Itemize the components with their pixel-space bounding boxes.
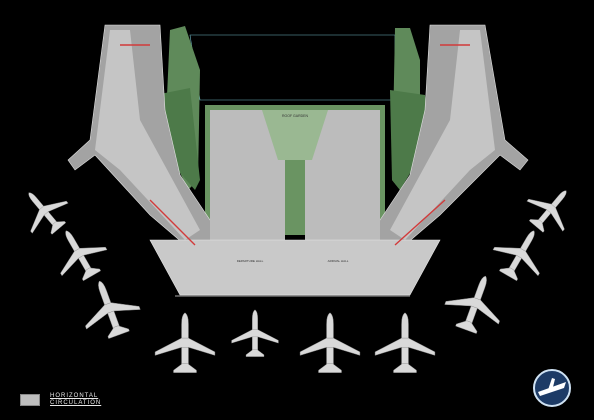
processor-wing-right	[305, 110, 380, 240]
accent-line-right	[394, 44, 470, 246]
aircraft	[299, 312, 361, 374]
legend: HORIZONTAL CIRCULATION	[20, 393, 110, 407]
aircraft-layer	[28, 190, 567, 374]
hall-label-left: DEPARTURE HALL	[237, 259, 264, 263]
aircraft	[85, 280, 141, 339]
landscape-strip-left-inner	[155, 88, 200, 190]
horizontal-circulation-main	[149, 239, 441, 296]
airport-emblem-icon	[533, 369, 571, 407]
accent-line-left	[120, 44, 196, 246]
aircraft	[231, 309, 279, 358]
landscape-strip-right-inner	[390, 90, 430, 190]
aircraft	[60, 230, 108, 282]
horizontal-circulation-right-pier	[390, 30, 495, 240]
aircraft	[374, 312, 436, 374]
aircraft	[526, 190, 567, 233]
legend-label: HORIZONTAL CIRCULATION	[50, 393, 102, 406]
landside-courtyard-outline	[189, 34, 396, 101]
roof-garden-wedge	[262, 110, 328, 160]
aircraft	[28, 192, 69, 235]
aircraft	[444, 275, 500, 334]
hall-label-right: ARRIVAL HALL	[328, 259, 349, 263]
courtyard-label: ROOF GARDEN	[282, 114, 309, 118]
horizontal-circulation-left-pier	[95, 30, 200, 240]
aircraft	[492, 230, 540, 282]
aircraft	[154, 312, 216, 374]
processor-wing-left	[210, 110, 285, 240]
legend-swatch	[20, 394, 40, 406]
